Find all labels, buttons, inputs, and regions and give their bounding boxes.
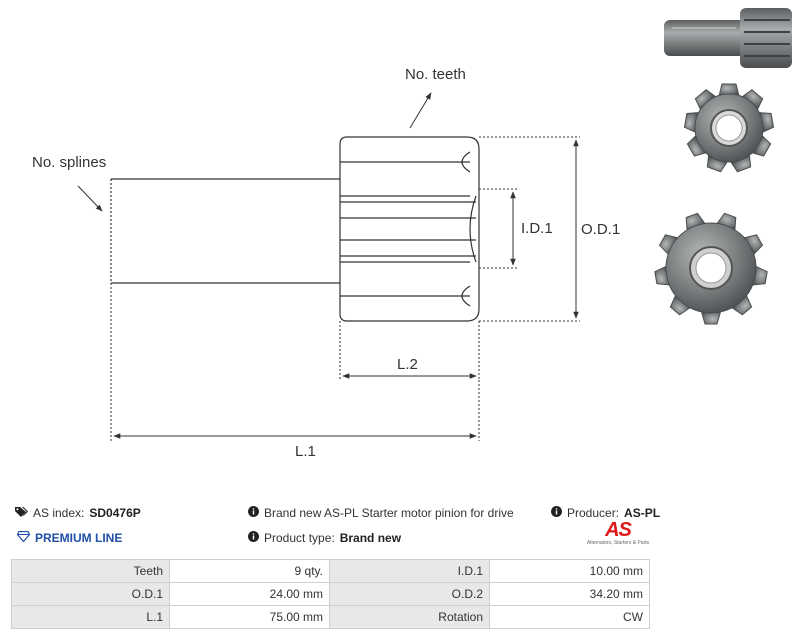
pinion-gear-head	[339, 136, 480, 322]
label-od1: O.D.1	[581, 221, 620, 238]
technical-drawing: No. splines No. teeth I.D.1 O.D.1 L.2 L.…	[32, 8, 792, 460]
spec-value: CW	[489, 605, 650, 629]
as-index-label: AS index:	[33, 506, 85, 520]
producer-label: Producer:	[567, 506, 620, 520]
pinion-photo-side	[664, 8, 792, 68]
spec-value: 34.20 mm	[489, 582, 650, 606]
product-type-label: Product type:	[264, 531, 335, 545]
label-l1: L.1	[295, 443, 316, 460]
product-type: Product type: Brand new	[248, 531, 401, 545]
spec-key: O.D.2	[329, 582, 490, 606]
label-no-teeth: No. teeth	[405, 66, 466, 83]
spec-key: L.1	[11, 605, 170, 629]
premium-line-badge: PREMIUM LINE	[16, 530, 123, 545]
logo-subtext: Alternators, Starters & Parts	[586, 540, 650, 546]
spec-key: Rotation	[329, 605, 490, 629]
pinion-photo-front	[683, 83, 775, 173]
spec-value: 9 qty.	[169, 559, 330, 583]
label-l2: L.2	[397, 356, 418, 373]
as-index: AS index: SD0476P	[15, 506, 141, 520]
tags-icon	[15, 506, 28, 520]
as-pl-logo: AS Alternators, Starters & Parts	[586, 520, 650, 546]
dimension-lines	[77, 92, 580, 441]
spec-key: Teeth	[11, 559, 170, 583]
description-text: Brand new AS-PL Starter motor pinion for…	[264, 506, 514, 520]
table-row: O.D.1 24.00 mm O.D.2 34.20 mm	[11, 582, 650, 606]
product-type-value: Brand new	[339, 531, 402, 545]
producer-value: AS-PL	[624, 506, 661, 520]
info-icon	[551, 506, 562, 520]
label-no-splines: No. splines	[32, 154, 106, 171]
specs-table: Teeth 9 qty. I.D.1 10.00 mm O.D.1 24.00 …	[11, 559, 650, 629]
spec-value: 10.00 mm	[489, 559, 650, 583]
spec-key: O.D.1	[11, 582, 170, 606]
spec-key: I.D.1	[329, 559, 490, 583]
pinion-shaft	[110, 178, 340, 284]
diamond-icon	[16, 530, 31, 545]
spec-value: 24.00 mm	[169, 582, 330, 606]
as-index-value: SD0476P	[89, 506, 141, 520]
pinion-photo-rear	[654, 212, 768, 325]
product-description: Brand new AS-PL Starter motor pinion for…	[248, 506, 514, 520]
info-icon	[248, 531, 259, 545]
producer: Producer: AS-PL	[551, 506, 660, 520]
spec-value: 75.00 mm	[169, 605, 330, 629]
table-row: L.1 75.00 mm Rotation CW	[11, 605, 650, 629]
label-id1: I.D.1	[521, 220, 553, 237]
info-icon	[248, 506, 259, 520]
table-row: Teeth 9 qty. I.D.1 10.00 mm	[11, 559, 650, 583]
premium-line-text: PREMIUM LINE	[35, 531, 123, 545]
logo-mark: AS	[605, 519, 632, 541]
